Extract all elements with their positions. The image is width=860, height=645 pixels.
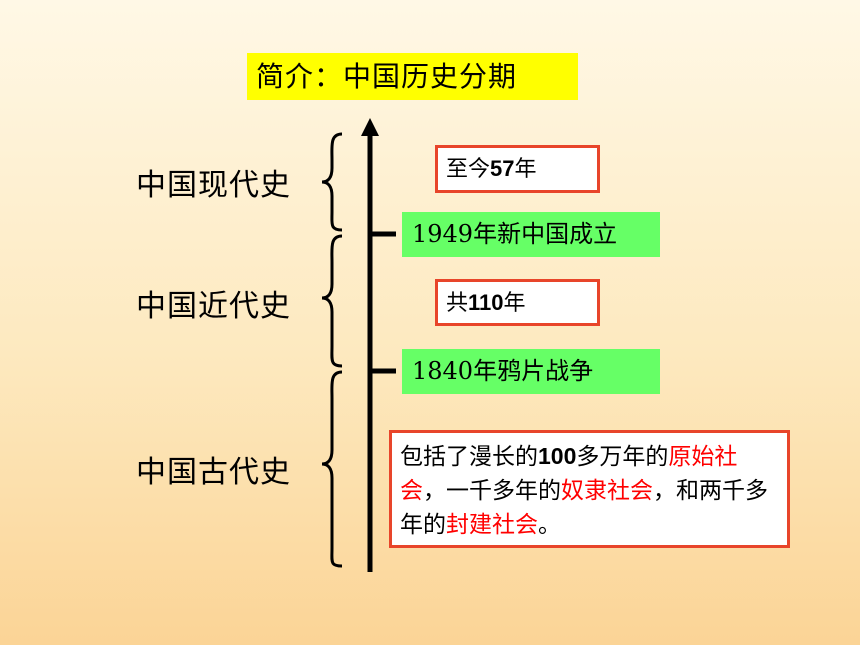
term-primitive-society: 原始社会 (400, 444, 738, 504)
term-feudal-society: 封建社会 (446, 512, 538, 538)
brace-modern (321, 132, 343, 232)
event-box-1949: 1949年新中国成立 (402, 212, 660, 257)
term-slave-society: 奴隶社会 (561, 478, 653, 504)
ancient-description-box: 包括了漫长的100多万年的原始社会，一千多年的奴隶社会，和两千多年的封建社会。 (389, 430, 790, 548)
timeline-arrowhead (361, 118, 379, 136)
brace-ancient (321, 370, 343, 568)
timeline-axis (361, 118, 396, 572)
page-title: 简介：中国历史分期 (247, 53, 578, 100)
era-label-modern: 中国现代史 (136, 168, 291, 203)
duration-box-near-modern: 共110年 (435, 279, 600, 326)
duration-box-modern: 至今57年 (435, 145, 600, 193)
event-box-1840: 1840年鸦片战争 (402, 349, 660, 394)
brace-near-modern (321, 234, 343, 368)
era-label-ancient: 中国古代史 (136, 455, 291, 490)
era-label-near-modern: 中国近代史 (136, 289, 291, 324)
